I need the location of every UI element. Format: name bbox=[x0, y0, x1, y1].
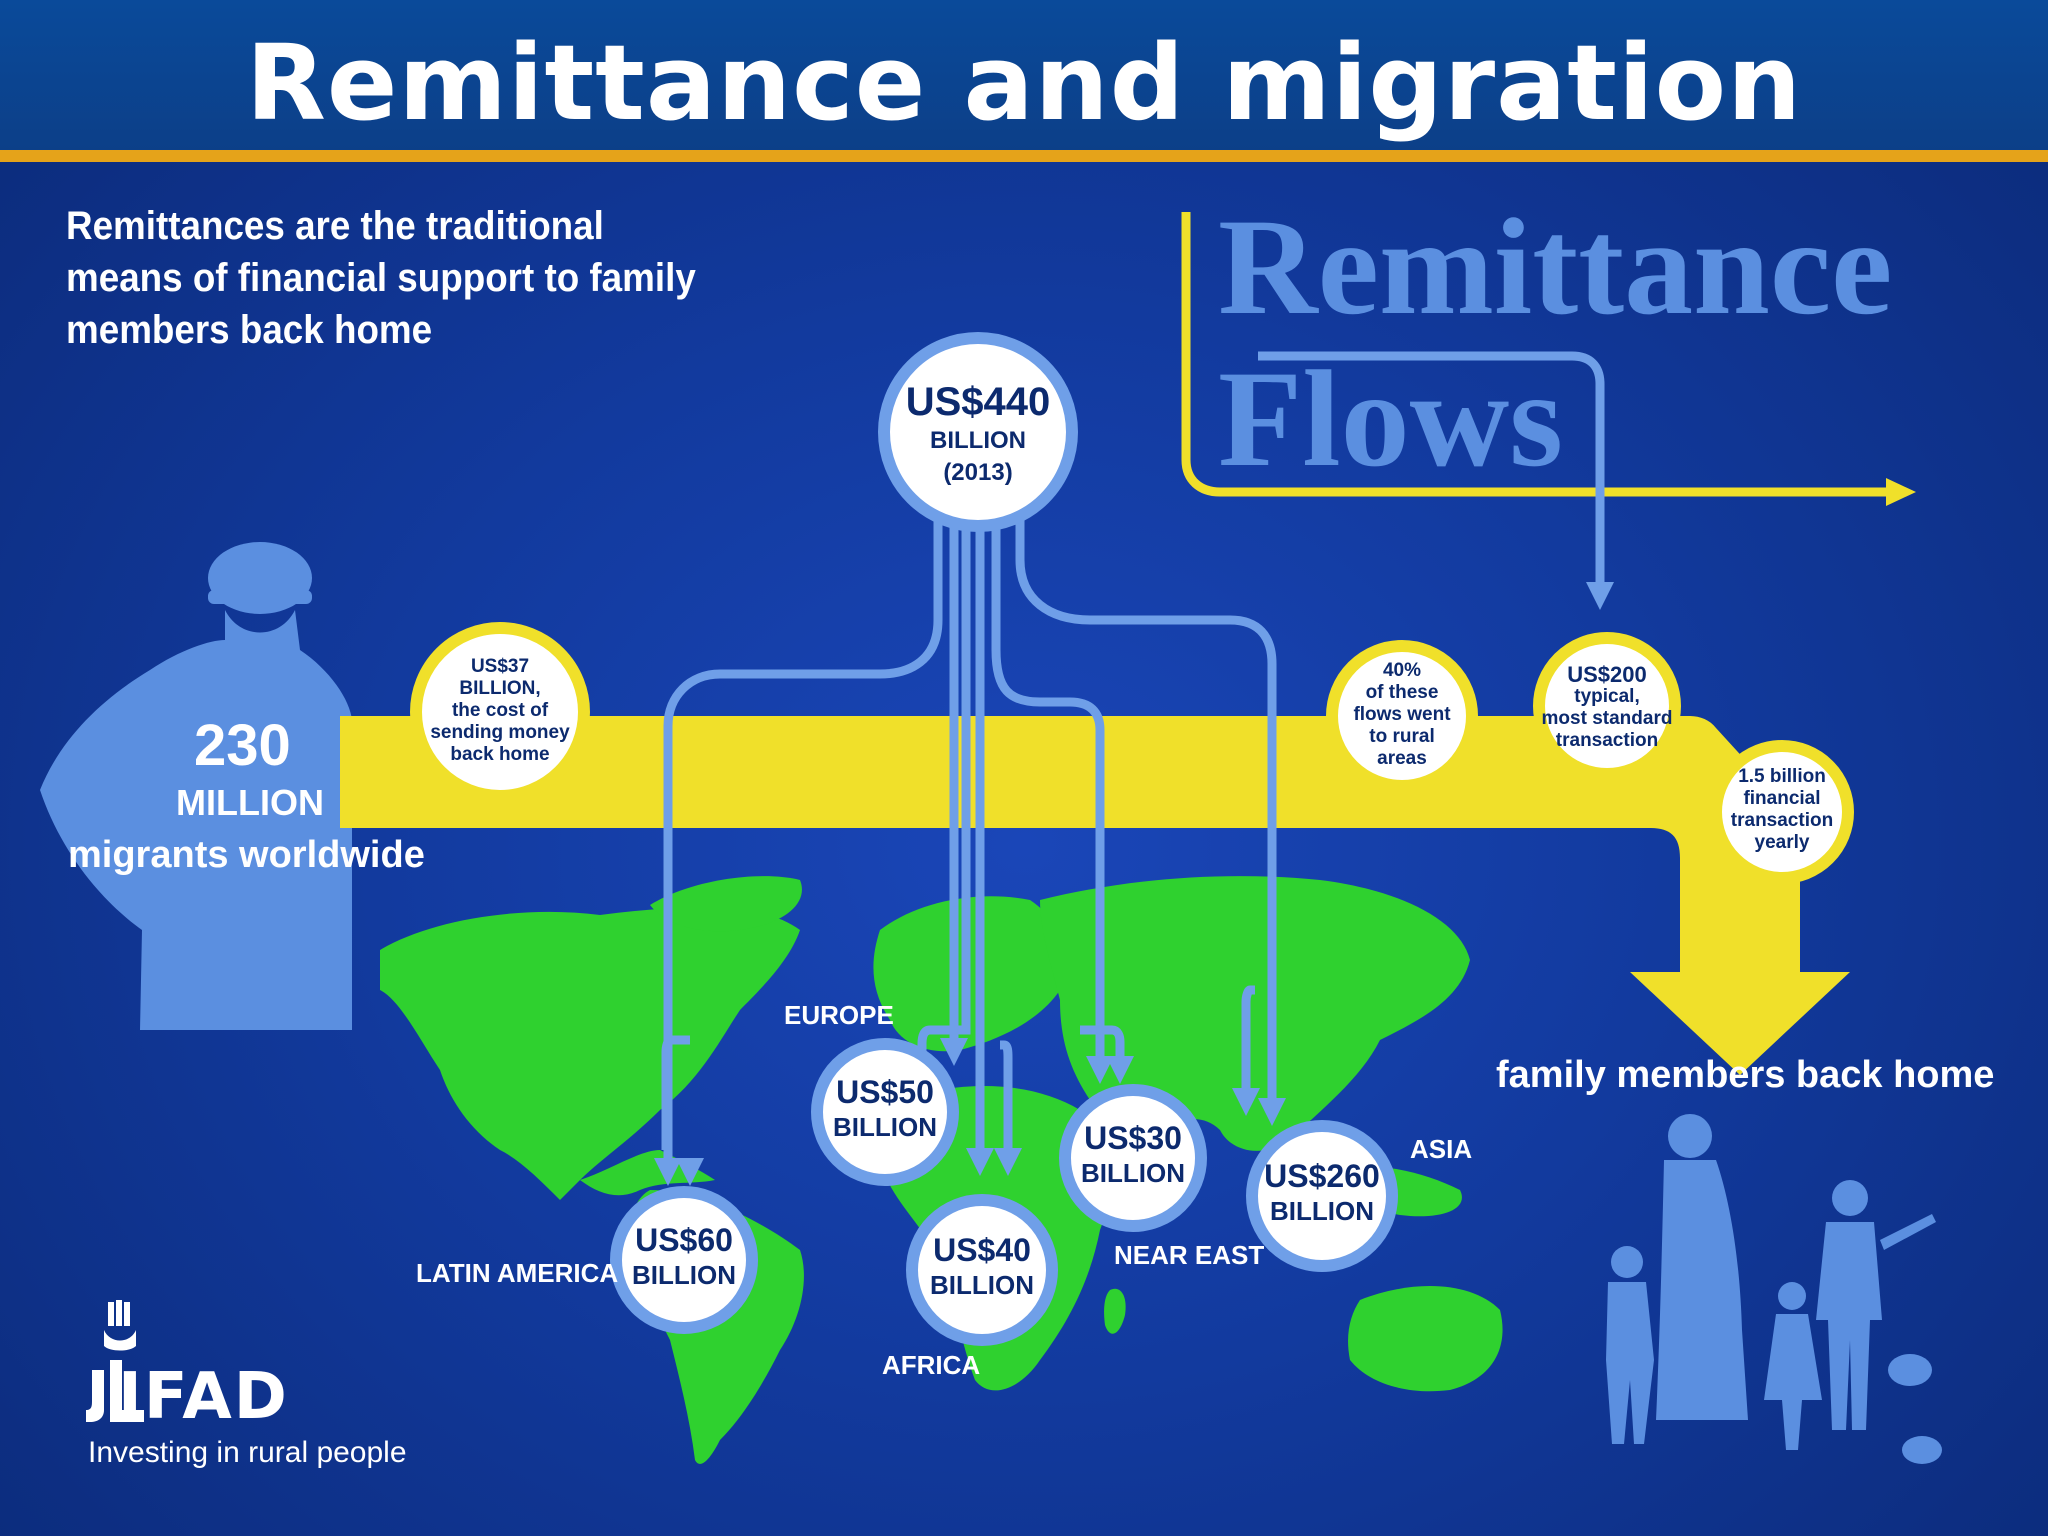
fact-rural-text: 40% of these flows went to rural areas bbox=[1340, 660, 1464, 770]
intro-text: Remittances are the traditional means of… bbox=[66, 204, 696, 352]
fact-typical-line1: US$200 bbox=[1567, 662, 1647, 687]
fact-cost-line5: back home bbox=[450, 744, 550, 765]
ifad-tagline: Investing in rural people bbox=[88, 1436, 407, 1469]
region-latin-america-value: US$60 BILLION bbox=[626, 1222, 742, 1292]
total-bubble bbox=[878, 332, 1078, 532]
fact-rural-line4: to rural bbox=[1369, 726, 1435, 747]
asia-amount: US$260 bbox=[1264, 1158, 1380, 1194]
near-east-amount: US$30 bbox=[1084, 1120, 1182, 1156]
total-unit: BILLION bbox=[930, 427, 1026, 454]
fact-yearly-line3: transaction bbox=[1730, 810, 1834, 831]
region-europe-value: US$50 BILLION bbox=[827, 1074, 943, 1144]
flows-title-line2: Flows bbox=[1218, 342, 1563, 495]
latin-america-amount: US$60 bbox=[635, 1222, 733, 1258]
total-year: (2013) bbox=[943, 459, 1013, 486]
fact-yearly-line2: financial bbox=[1743, 788, 1821, 809]
fact-rural-line5: areas bbox=[1377, 748, 1427, 769]
africa-unit: BILLION bbox=[930, 1270, 1034, 1300]
region-bubbles bbox=[610, 1038, 1398, 1346]
migrants-unit: MILLION bbox=[176, 782, 324, 823]
fact-typical-line4: transaction bbox=[1555, 730, 1659, 751]
fact-rural-line1: 40% bbox=[1382, 660, 1422, 681]
africa-amount: US$40 bbox=[933, 1232, 1031, 1268]
remittance-flow-band bbox=[340, 716, 1850, 1075]
ifad-logo-mark bbox=[86, 1300, 144, 1422]
madagascar-shape bbox=[1104, 1288, 1126, 1334]
fact-typical-line3: most standard bbox=[1541, 708, 1673, 729]
region-name-asia: ASIA bbox=[1410, 1134, 1473, 1164]
north-america-shape bbox=[380, 907, 800, 1200]
asia-unit: BILLION bbox=[1270, 1196, 1374, 1226]
europe-amount: US$50 bbox=[836, 1074, 934, 1110]
fact-yearly-line1: 1.5 billion bbox=[1738, 766, 1826, 787]
fact-typical-line2: typical, bbox=[1574, 686, 1640, 707]
fact-rural-line2: of these bbox=[1365, 682, 1439, 703]
flows-title-line1: Remittance bbox=[1218, 190, 1893, 343]
near-east-unit: BILLION bbox=[1081, 1158, 1185, 1188]
header-accent-bar bbox=[0, 150, 2048, 162]
total-bubble-text: US$440 BILLION (2013) bbox=[884, 380, 1072, 488]
fact-cost-line1: US$37 bbox=[470, 656, 530, 677]
fact-typical-text: US$200 typical, most standard transactio… bbox=[1540, 664, 1674, 752]
australia-shape bbox=[1348, 1286, 1503, 1392]
fact-bubbles bbox=[410, 622, 1854, 884]
europe-unit: BILLION bbox=[833, 1112, 937, 1142]
flow-lines bbox=[661, 520, 1277, 1160]
fact-yearly-text: 1.5 billion financial transaction yearly bbox=[1720, 766, 1844, 854]
region-near-east-value: US$30 BILLION bbox=[1075, 1120, 1191, 1190]
family-label: family members back home bbox=[1496, 1054, 1995, 1096]
region-name-europe: EUROPE bbox=[784, 1000, 894, 1030]
header-band bbox=[0, 0, 2048, 152]
migrants-number: 230 bbox=[194, 713, 291, 778]
region-asia-value: US$260 BILLION bbox=[1262, 1158, 1382, 1228]
fact-cost-text: US$37 BILLION, the cost of sending money… bbox=[426, 656, 574, 766]
migrant-worker-silhouette bbox=[40, 542, 352, 1030]
greenland-shape bbox=[650, 876, 802, 932]
slide-title: Remittance and migration bbox=[245, 22, 1803, 144]
family-silhouette bbox=[1606, 1114, 1942, 1464]
region-name-africa: AFRICA bbox=[882, 1350, 981, 1380]
region-name-near-east: NEAR EAST bbox=[1114, 1240, 1265, 1270]
region-africa-value: US$40 BILLION bbox=[924, 1232, 1040, 1302]
latin-america-unit: BILLION bbox=[632, 1260, 736, 1290]
fact-cost-line4: sending money bbox=[430, 722, 570, 743]
fact-cost-line2: BILLION, bbox=[459, 678, 541, 699]
ifad-logo-name: IFAD bbox=[118, 1360, 289, 1434]
flows-bracket bbox=[1181, 212, 1916, 610]
flow-arrowheads bbox=[654, 1038, 1286, 1186]
fact-yearly-line4: yearly bbox=[1754, 832, 1810, 853]
fact-cost-line3: the cost of bbox=[451, 700, 549, 721]
total-amount: US$440 bbox=[905, 380, 1051, 424]
asia-shape bbox=[1040, 876, 1470, 1151]
region-name-latin-america: LATIN AMERICA bbox=[416, 1258, 619, 1288]
migrants-caption: migrants worldwide bbox=[68, 834, 425, 876]
fact-rural-line3: flows went bbox=[1353, 704, 1451, 725]
